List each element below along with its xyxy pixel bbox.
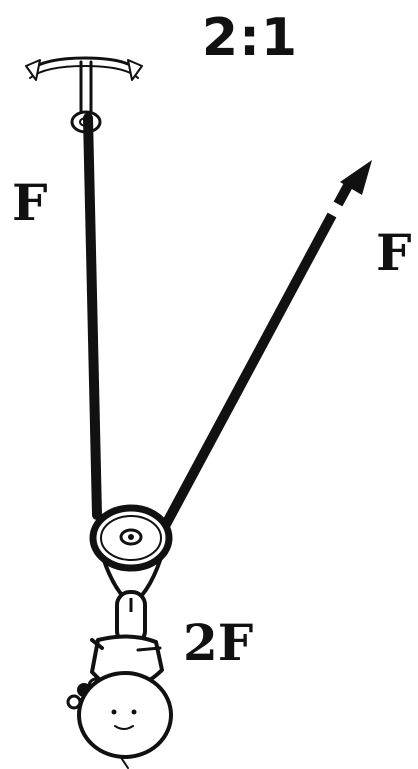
pull-rope	[159, 212, 337, 531]
anchor-rope	[83, 113, 102, 520]
arrow-icon	[340, 160, 372, 195]
hook-icon	[115, 590, 147, 646]
pull-force-label: F	[376, 223, 412, 282]
load-force-label: 2F	[183, 613, 254, 672]
anchor-force-label: F	[12, 173, 48, 232]
ratio-title: 2:1	[201, 8, 299, 68]
person-icon	[66, 634, 173, 769]
